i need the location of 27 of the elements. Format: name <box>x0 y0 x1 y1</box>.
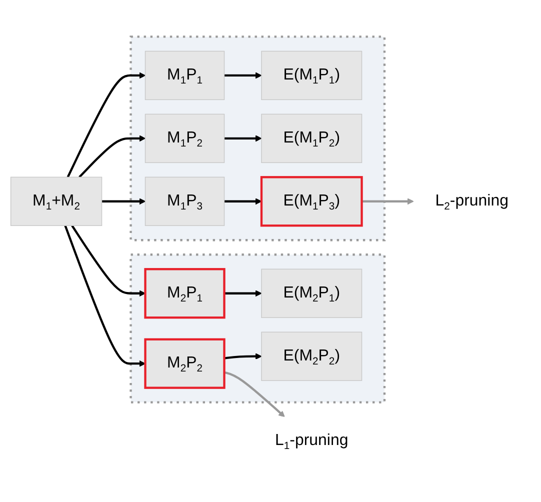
arrow <box>102 198 146 205</box>
arrow <box>224 290 262 297</box>
node-text: L$_{2}$-pruning <box>435 190 508 212</box>
node-box: E(M$_{1}$P$_{1}$) <box>261 50 362 100</box>
arrow <box>64 225 146 367</box>
node-box: E(M$_{1}$P$_{2}$) <box>261 114 362 163</box>
cluster <box>130 36 386 242</box>
arrow <box>224 353 262 360</box>
node-box: M$_{1}$P$_{3}$ <box>144 176 225 226</box>
node-box: E(M$_{2}$P$_{1}$) <box>261 268 362 318</box>
cluster <box>130 254 386 404</box>
node-box: E(M$_{2}$P$_{2}$) <box>261 332 362 381</box>
node-text: L$_{1}$-pruning <box>275 430 348 452</box>
arrow <box>224 72 262 79</box>
arrow <box>362 198 414 205</box>
node-box: M$_{2}$P$_{1}$ <box>144 268 226 319</box>
arrow <box>224 135 262 142</box>
arrow <box>66 72 146 178</box>
arrow <box>71 225 146 297</box>
node-box: M$_{2}$P$_{2}$ <box>144 338 226 389</box>
node-box: M$_{1}$P$_{1}$ <box>144 50 225 100</box>
node-box: E(M$_{1}$P$_{3}$) <box>260 176 363 227</box>
arrow <box>78 135 146 178</box>
arrow <box>224 371 285 418</box>
node-box: M$_{1}$P$_{2}$ <box>144 114 225 163</box>
arrow <box>224 198 262 205</box>
node-box: M$_{1}$+M$_{2}$ <box>10 176 102 226</box>
